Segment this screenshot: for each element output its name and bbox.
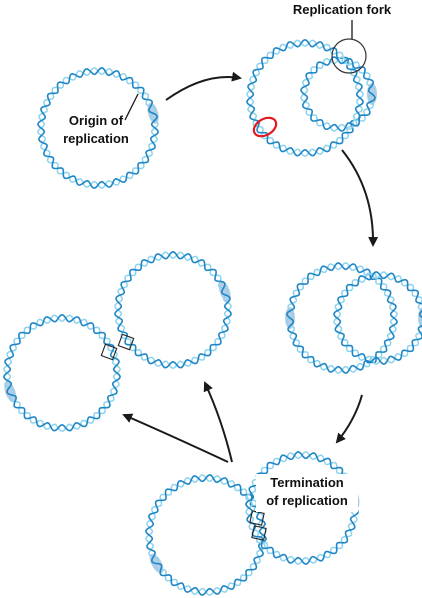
stage-termination: Termination of replication [145, 451, 360, 596]
arrow-origin-to-fork [165, 71, 242, 101]
strand-light [145, 474, 267, 596]
origin-red-marker-icon [252, 116, 278, 138]
strand-dark [37, 67, 159, 189]
origin-leader-line [124, 93, 139, 121]
daughter-contact-marker-2 [117, 333, 135, 351]
arrow-termination-to-daughter-right [203, 381, 233, 463]
origin-label-line1: Origin of [69, 113, 124, 128]
termination-label-line1: Termination [270, 475, 343, 490]
arrow-theta-to-termination [335, 394, 363, 444]
termination-label-line2: of replication [266, 493, 348, 508]
termination-contact-marker-2 [251, 525, 267, 541]
arrow-termination-to-daughter-left [122, 413, 229, 463]
termination-left-circle [145, 474, 267, 596]
strand-dark [300, 56, 376, 132]
fork-replication-bubble [300, 56, 377, 132]
strand-light [37, 67, 159, 189]
strand-dark [3, 313, 121, 432]
strand-dark [333, 271, 422, 365]
strand-dark [245, 451, 359, 565]
strand-dark [145, 474, 267, 596]
theta-right-loop [333, 271, 422, 365]
fork-label: Replication fork [293, 2, 392, 17]
daughter-circle-right [114, 250, 232, 369]
origin-label-line2: replication [63, 131, 129, 146]
process-arrows [122, 71, 379, 463]
termination-contact-marker-1 [249, 510, 265, 526]
strand-dark [114, 250, 232, 369]
fork-outer-circle [246, 38, 364, 157]
daughter-contact-marker-1 [100, 343, 118, 361]
arrow-fork-to-theta [341, 149, 379, 247]
stage-theta-intermediate [285, 262, 422, 374]
replication-fork-callout [331, 38, 367, 74]
theta-left-loop [285, 262, 398, 374]
parental-dna-circle [37, 67, 159, 189]
daughter-circle-left [3, 313, 121, 432]
stage-parental-dna: Origin of replication [37, 67, 159, 189]
stage-daughter-dna [3, 250, 232, 432]
termination-label-background [256, 474, 358, 512]
stage-replication-start: Replication fork [246, 2, 392, 157]
